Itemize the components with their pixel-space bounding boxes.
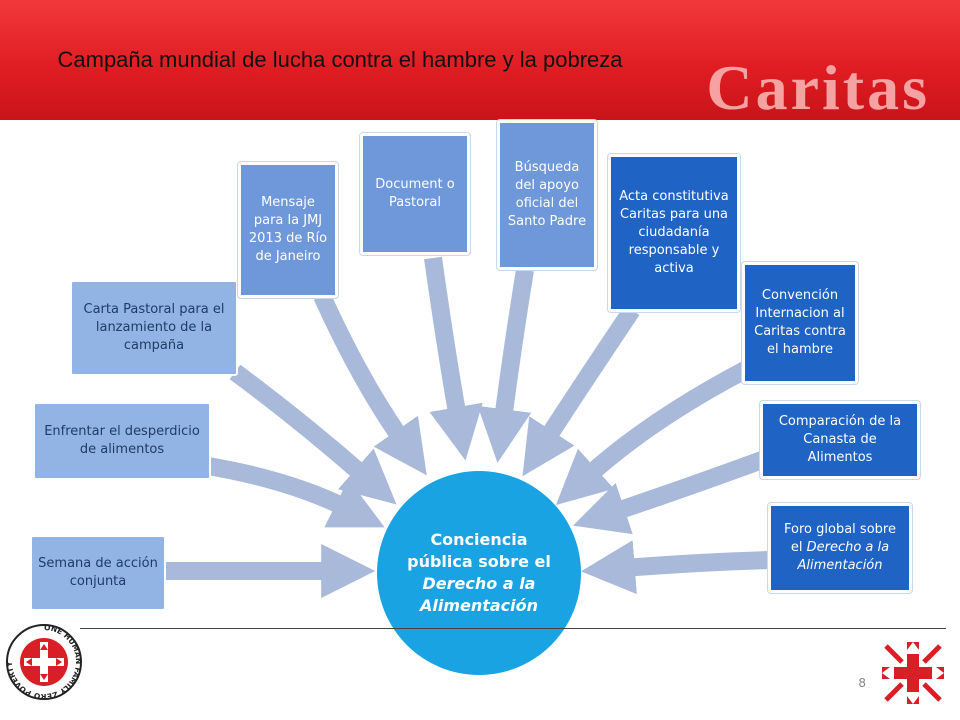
arrow-4 [313, 292, 427, 476]
arrow-3 [229, 364, 397, 505]
caritas-wordmark: Caritas [706, 52, 930, 123]
caritas-cross-logo [880, 640, 946, 710]
item-label: Semana de acción conjunta [38, 556, 158, 589]
center-circle: Conciencia pública sobre el Derecho a la… [377, 471, 581, 675]
item-label: Acta constitutiva Caritas para una ciuda… [619, 189, 729, 276]
arrow-9 [573, 451, 766, 535]
page-number: 8 [858, 676, 866, 690]
slide-title: Campaña mundial de lucha contra el hambr… [57, 47, 623, 72]
arrow-2 [206, 457, 385, 528]
arrow-8 [555, 362, 750, 505]
item-foro-global: Foro global sobre el Derecho a la Alimen… [768, 503, 912, 593]
center-text: Conciencia pública sobre el [407, 530, 551, 571]
item-label: Comparación de la Canasta de Alimentos [778, 414, 902, 465]
center-italic-text: Derecho a la Alimentación [419, 574, 539, 615]
item-busqueda-apoyo: Búsqueda del apoyo oficial del Santo Pad… [497, 120, 597, 270]
arrow-7 [522, 304, 640, 477]
one-human-family-logo: ONE HUMAN FAMILY ZERO POVERTY [4, 622, 84, 706]
item-semana-accion: Semana de acción conjunta [30, 535, 166, 611]
item-label: Carta Pastoral para el lanzamiento de la… [83, 302, 225, 353]
item-documento-pastoral: Document o Pastoral [360, 133, 470, 255]
arrow-5 [424, 256, 483, 461]
arrow-6 [477, 268, 534, 463]
arrow-10 [580, 540, 771, 595]
item-label: Enfrentar el desperdicio de alimentos [44, 424, 200, 457]
item-label: Mensaje para la JMJ 2013 de Río de Janei… [248, 195, 328, 264]
item-convencion: Convención Internacion al Caritas contra… [742, 262, 858, 384]
item-canasta-alimentos: Comparación de la Canasta de Alimentos [760, 401, 920, 479]
item-label-italic: Derecho a la Alimentación [797, 540, 890, 573]
item-mensaje-jmj: Mensaje para la JMJ 2013 de Río de Janei… [238, 162, 338, 298]
item-label: Convención Internacion al Caritas contra… [754, 288, 846, 357]
item-label: Document o Pastoral [375, 177, 455, 210]
footer-divider [80, 628, 946, 629]
item-carta-pastoral: Carta Pastoral para el lanzamiento de la… [70, 280, 238, 376]
item-acta-constitutiva: Acta constitutiva Caritas para una ciuda… [608, 154, 740, 312]
header-banner: Campaña mundial de lucha contra el hambr… [0, 0, 960, 123]
item-label: Búsqueda del apoyo oficial del Santo Pad… [507, 160, 587, 229]
item-desperdicio: Enfrentar el desperdicio de alimentos [33, 402, 211, 480]
item-label: Foro global sobre el [784, 522, 896, 555]
